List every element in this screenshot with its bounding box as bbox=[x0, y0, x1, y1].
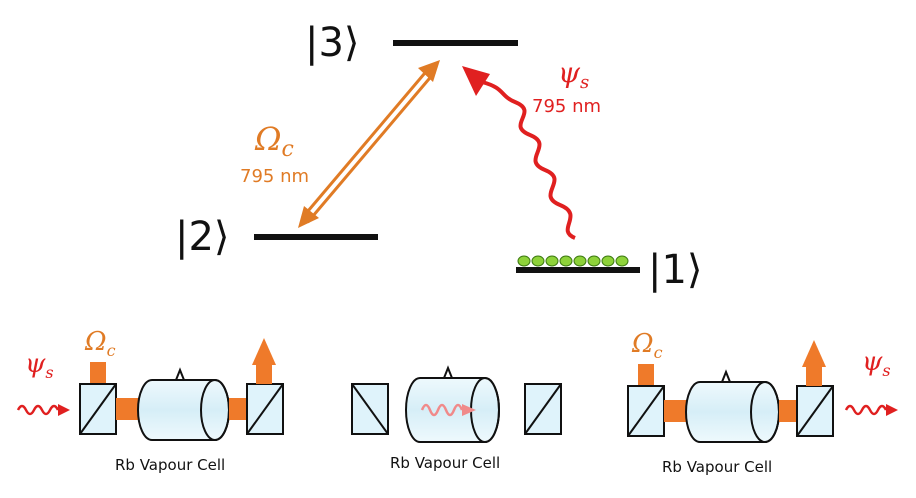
cell-caption-3: Rb Vapour Cell bbox=[662, 458, 772, 476]
signal-wavelength: 795 nm bbox=[532, 96, 601, 117]
signal-field-arrow bbox=[462, 66, 576, 240]
control-field-arrow bbox=[298, 60, 440, 228]
control-label-setup1: Ωc bbox=[84, 327, 116, 360]
output-signal-label: ψs bbox=[862, 347, 891, 380]
vapour-cell bbox=[137, 379, 230, 441]
cell-caption-1: Rb Vapour Cell bbox=[115, 456, 225, 474]
level-2-ket: |2⟩ bbox=[175, 214, 230, 260]
control-wavelength: 795 nm bbox=[240, 166, 309, 187]
vapour-cell bbox=[685, 381, 780, 443]
level-1-ket: |1⟩ bbox=[648, 247, 703, 293]
atom-population bbox=[517, 255, 629, 267]
setup-read: Ωc ψs Rb Vapour Cell bbox=[627, 329, 898, 476]
input-signal-label: ψs bbox=[25, 349, 54, 382]
input-signal-wave bbox=[16, 404, 60, 416]
setup-store: Rb Vapour Cell bbox=[351, 365, 562, 472]
stored-signal-wave bbox=[420, 403, 464, 417]
control-label: Ωc bbox=[254, 120, 294, 162]
level-3-ket: |3⟩ bbox=[305, 20, 360, 66]
signal-label: ψs bbox=[558, 56, 589, 93]
control-label-setup3: Ωc bbox=[631, 329, 663, 362]
cell-caption-2: Rb Vapour Cell bbox=[390, 454, 500, 472]
vapour-cell bbox=[405, 377, 500, 443]
output-signal-wave bbox=[844, 404, 888, 416]
setup-write: ψs Ωc Rb Vapour Cell bbox=[16, 327, 284, 474]
